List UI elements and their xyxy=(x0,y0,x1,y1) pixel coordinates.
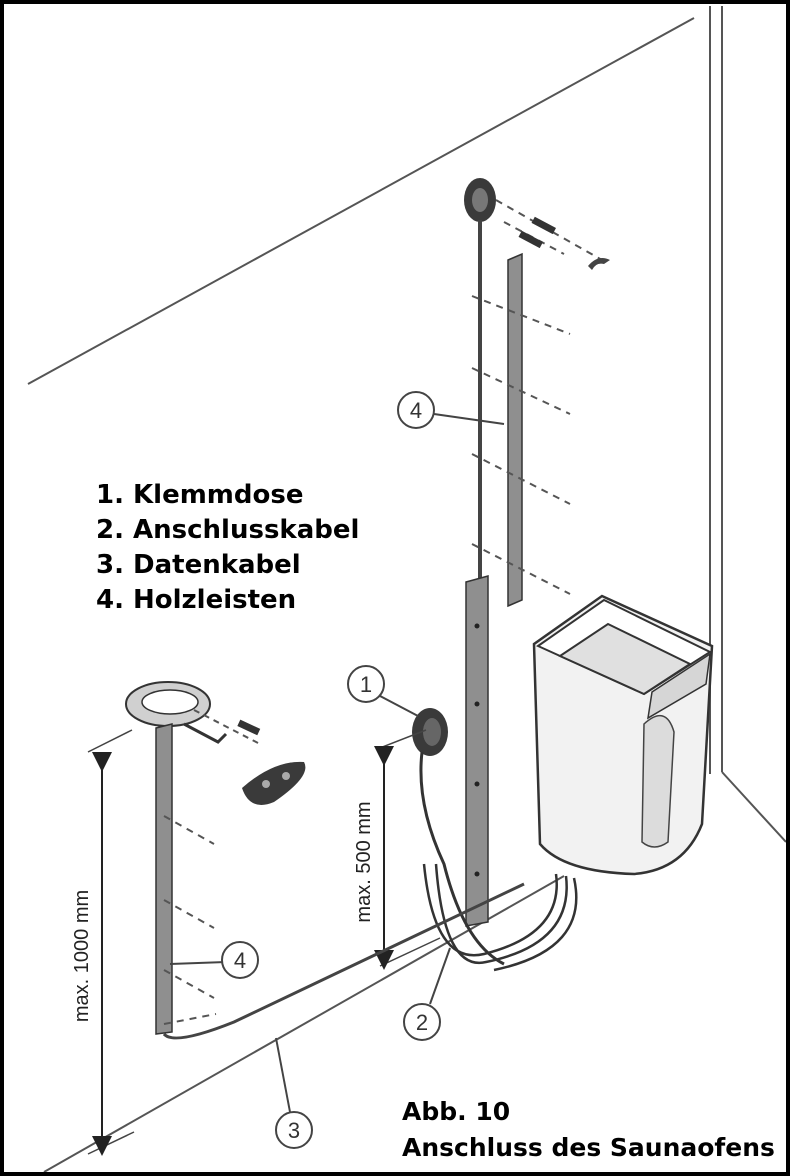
dimension-max-1000: max. 1000 mm xyxy=(71,729,135,1156)
upper-wall-plate-assembly xyxy=(464,178,610,270)
callout-3: 3 xyxy=(275,1037,313,1149)
upper-strip-fixing-lines xyxy=(471,295,571,595)
parts-legend: 1. Klemmdose 2. Anschlusskabel 3. Datenk… xyxy=(96,478,359,618)
svg-text:3: 3 xyxy=(288,1118,300,1143)
floor-corner-line xyxy=(721,771,786,843)
data-cable xyxy=(162,882,525,1040)
callout-4-lower: 4 xyxy=(169,941,259,979)
callout-4-upper: 4 xyxy=(397,391,505,429)
svg-text:1: 1 xyxy=(360,672,372,697)
connection-cable xyxy=(419,751,505,966)
svg-text:2: 2 xyxy=(416,1010,428,1035)
main-wood-strip xyxy=(465,575,489,927)
sauna-heater xyxy=(532,594,714,876)
installation-illustration: 4 1 xyxy=(27,6,786,1172)
sensor-assembly xyxy=(125,681,306,805)
svg-text:max. 500 mm: max. 500 mm xyxy=(353,801,375,922)
upper-wood-strip xyxy=(507,252,523,608)
svg-text:4: 4 xyxy=(410,398,422,423)
figure-number: Abb. 10 xyxy=(402,1097,511,1126)
svg-text:max. 1000 mm: max. 1000 mm xyxy=(71,890,93,1022)
figure-title: Anschluss des Saunaofens xyxy=(402,1133,775,1162)
svg-text:4: 4 xyxy=(234,948,246,973)
clip-icon xyxy=(588,258,610,270)
ceiling-edge-line xyxy=(27,17,695,385)
figure-caption: Abb. 10 Anschluss des Saunaofens xyxy=(402,1094,775,1166)
legend-item-connection-cable: 2. Anschlusskabel xyxy=(96,515,360,545)
floor-edge-line xyxy=(43,875,565,1172)
junction-box-icon xyxy=(412,708,505,966)
callout-2: 2 xyxy=(403,947,451,1041)
lower-wood-strip xyxy=(155,723,173,1035)
screw-icon xyxy=(518,216,557,249)
legend-item-data-cable: 3. Datenkabel xyxy=(96,550,301,580)
lower-strip-fixing-lines xyxy=(163,815,217,1025)
dimension-max-500: max. 500 mm xyxy=(353,729,441,970)
sensor-icon xyxy=(242,761,306,805)
legend-item-junction-box: 1. Klemmdose xyxy=(96,480,304,510)
callout-1: 1 xyxy=(347,665,419,717)
legend-item-wood-strips: 4. Holzleisten xyxy=(96,585,297,615)
